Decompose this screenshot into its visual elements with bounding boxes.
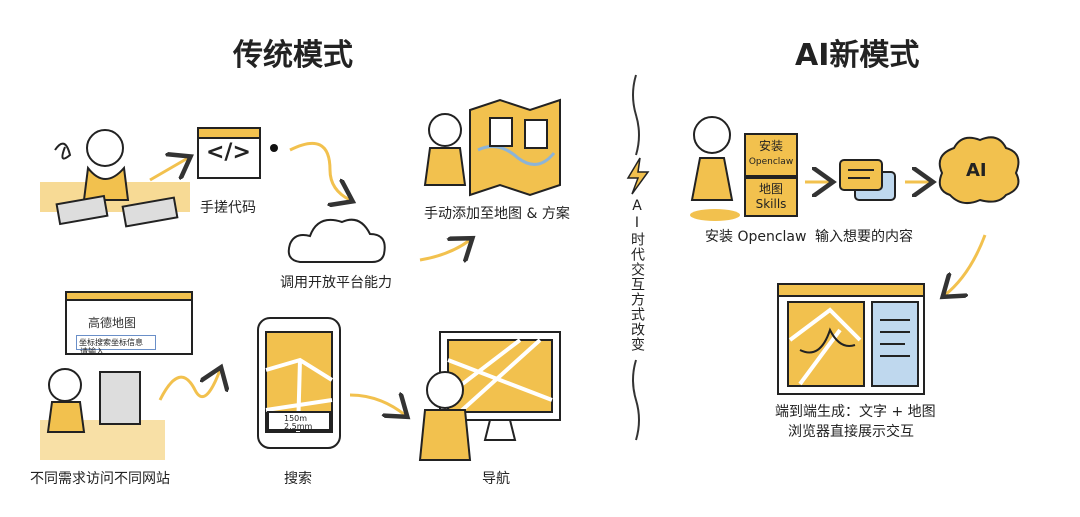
step-label-search: 搜索 <box>284 471 312 487</box>
browser-search-hint: 请输入 <box>80 347 104 356</box>
step-label-open-platform: 调用开放平台能力 <box>280 275 392 291</box>
phone-illustration <box>257 317 341 449</box>
browser-search-input[interactable]: 坐标搜索坐标信息 <box>76 335 156 350</box>
box-install-line2: Openclaw <box>748 157 794 167</box>
step-label-code: 手搓代码 <box>200 200 256 216</box>
box-install: 安装 Openclaw <box>745 138 797 170</box>
phone-distance-2: 2.5mm <box>284 422 313 431</box>
code-window-icon <box>197 127 261 179</box>
box-skills-line2: Skills <box>755 197 787 211</box>
step-label-install: 安装 Openclaw <box>705 229 807 245</box>
step-label-result: 端到端生成：文字 + 地图 浏览器直接展示交互 <box>775 402 936 442</box>
result-browser-illustration <box>777 283 925 395</box>
install-person-illustration <box>690 116 798 221</box>
monitor-illustration <box>418 331 561 461</box>
paper-map-illustration <box>423 98 561 197</box>
browser-brand: 高德地图 <box>88 316 137 330</box>
ai-brain-icon <box>938 136 1020 205</box>
result-line2: 浏览器直接展示交互 <box>788 424 914 440</box>
result-line1: 端到端生成：文字 + 地图 <box>775 404 936 420</box>
lightning-icon <box>626 157 650 195</box>
traditional-title: 传统模式 <box>233 38 353 73</box>
coder-illustration <box>40 129 190 228</box>
divider-text: AI时代交互方式改变 <box>629 198 645 352</box>
ai-title: AI新模式 <box>795 38 920 73</box>
step-label-websites: 不同需求访问不同网站 <box>30 471 170 487</box>
step-label-navigate: 导航 <box>482 471 510 487</box>
code-glyph: </> <box>206 140 251 165</box>
ai-brain-label: AI <box>966 160 987 181</box>
step-label-manual-add: 手动添加至地图 & 方案 <box>424 206 570 222</box>
cloud-icon <box>287 218 386 263</box>
box-install-line1: 安装 <box>758 139 783 153</box>
divider <box>632 74 640 441</box>
browser-illustration <box>40 291 193 460</box>
chat-bubbles-icon <box>839 159 896 201</box>
box-skills: 地图 Skills <box>745 182 797 212</box>
step-label-input: 输入想要的内容 <box>815 229 913 245</box>
phone-distance: 150m <box>284 414 308 423</box>
box-skills-line1: 地图 <box>758 182 783 196</box>
